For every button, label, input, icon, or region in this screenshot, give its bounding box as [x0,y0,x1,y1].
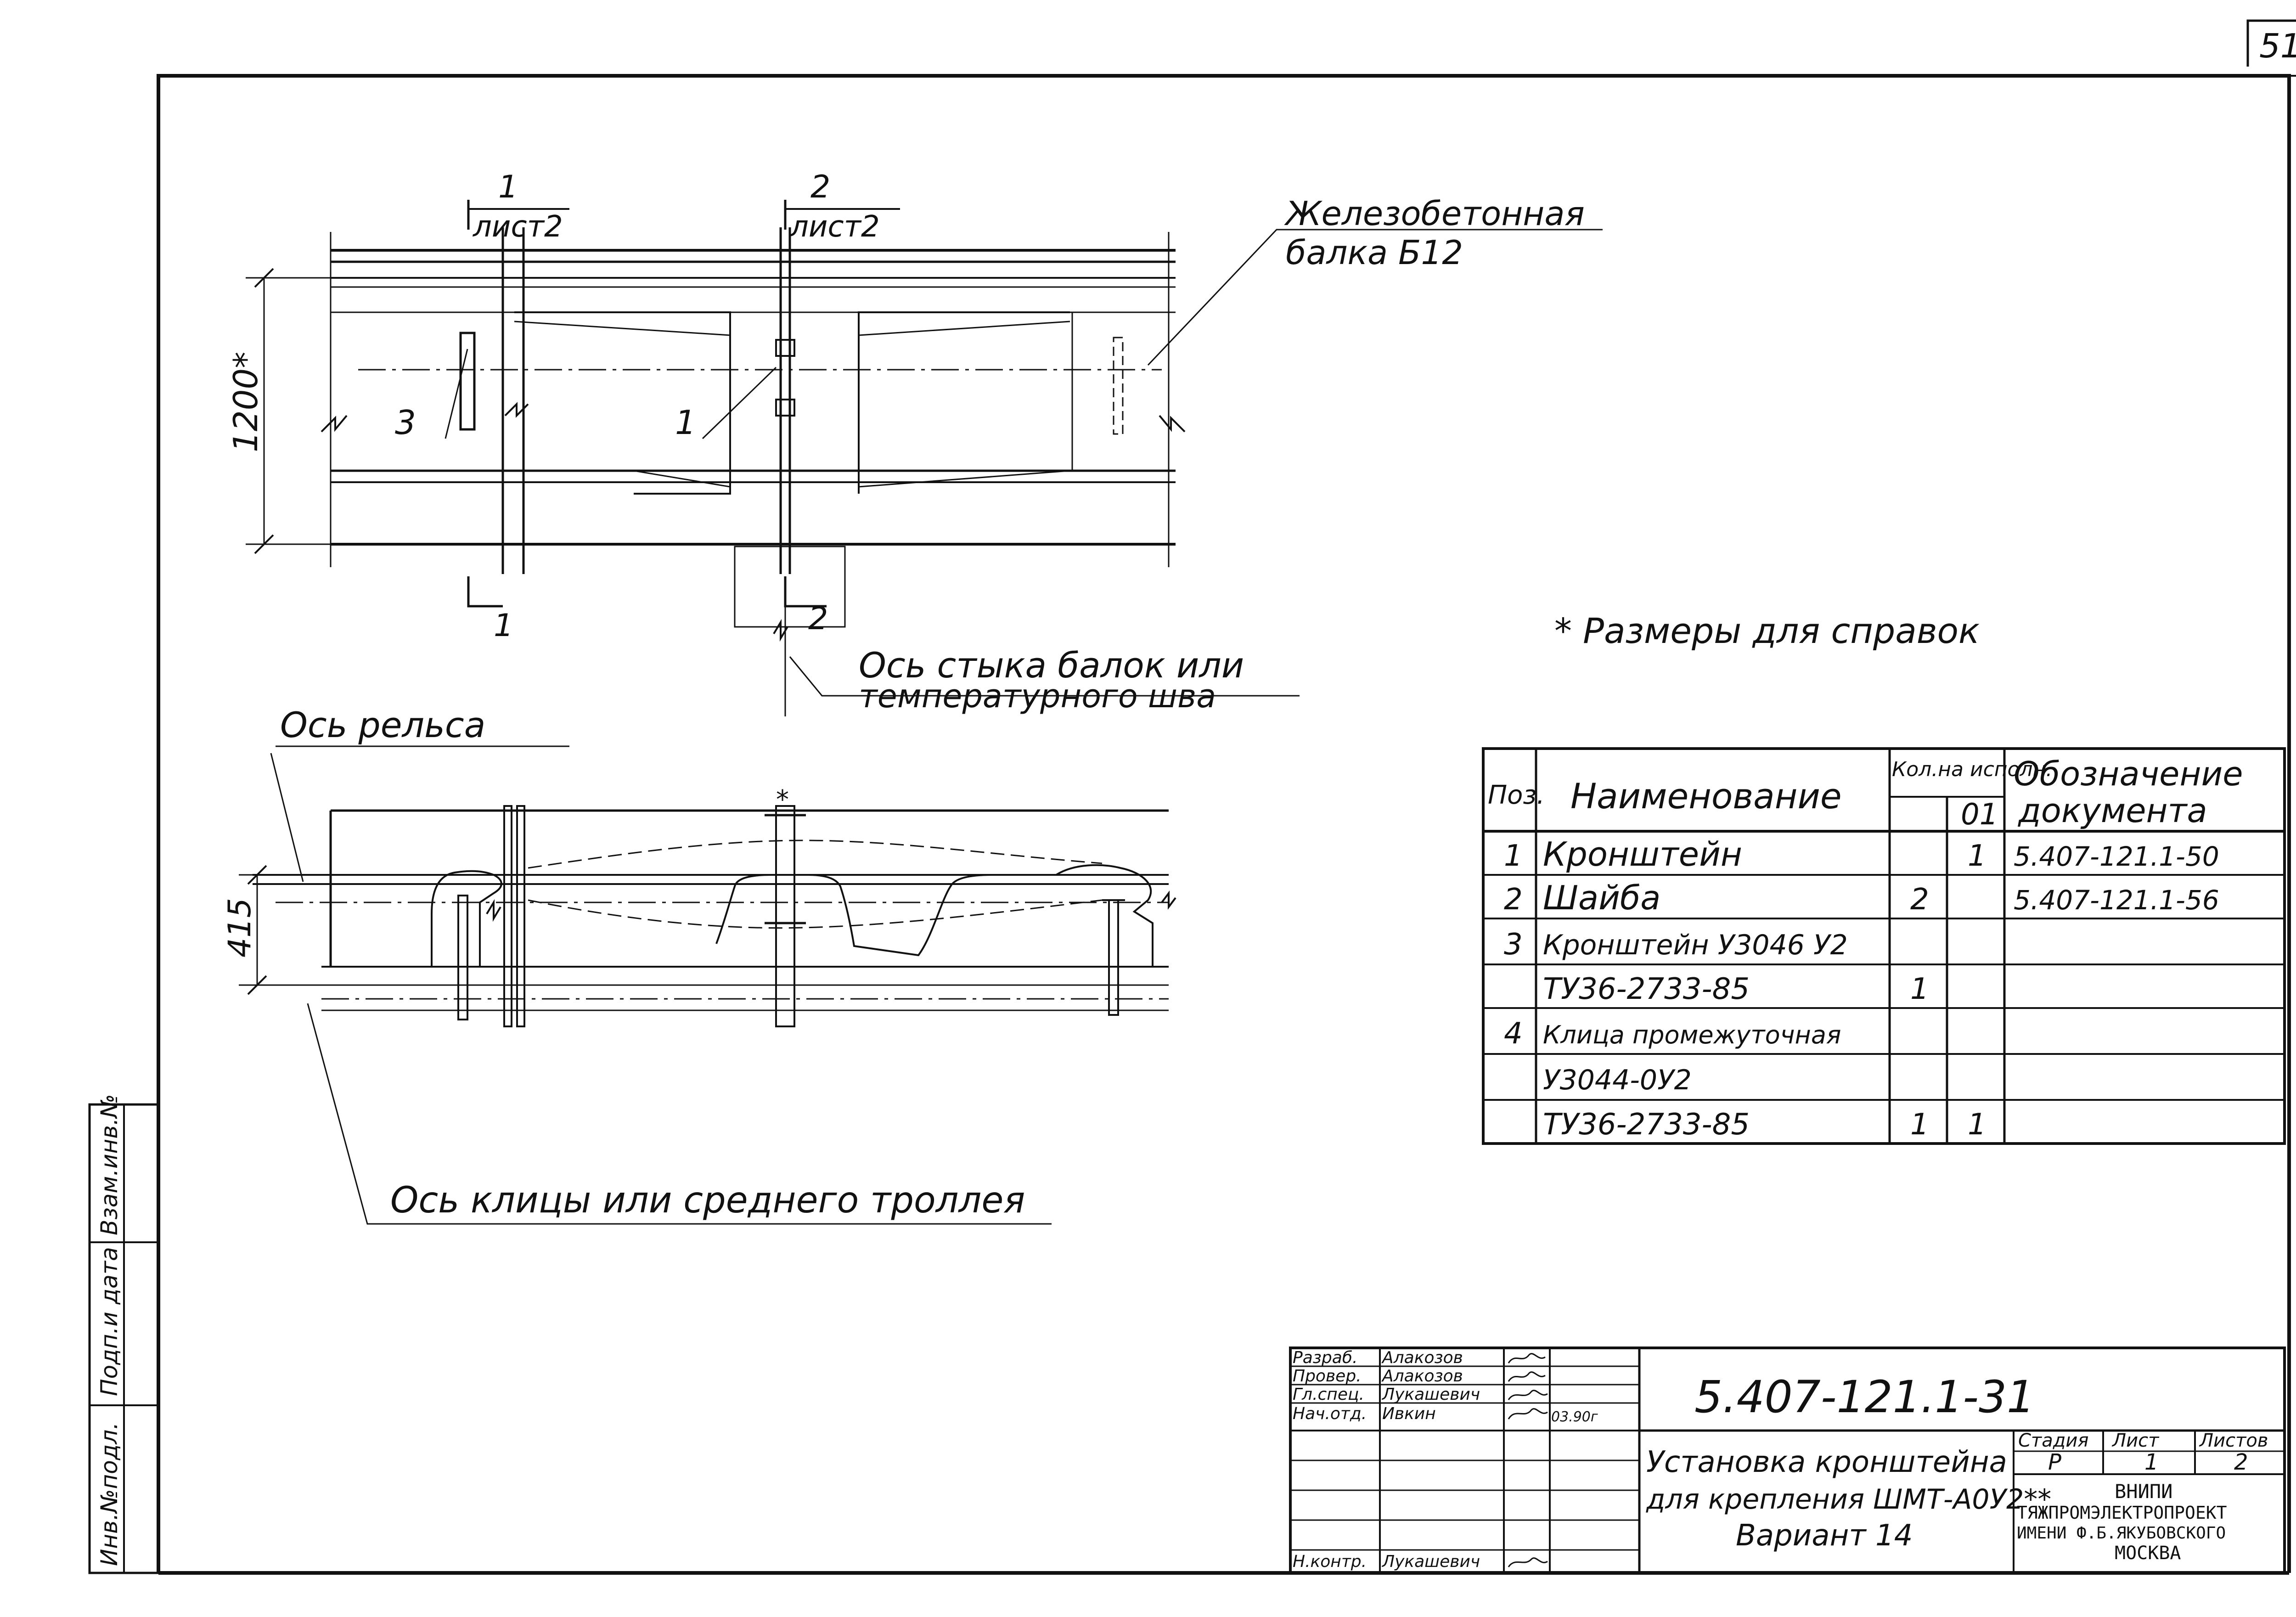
approval-date: 03.90г [1551,1409,1598,1425]
signer-4-name: Ивкин [1382,1404,1436,1423]
sheet-number: 51 [2259,27,2296,65]
rail-axis-label: Ось рельса [280,704,485,745]
drawing-code: 5.407-121.1-31 [1694,1371,2035,1423]
spec-row-2-q1: 2 [1910,883,1929,917]
sheet-header: Лист [2111,1430,2160,1451]
spec-header-doc-line1: Обозначение [2014,755,2243,793]
spec-row-7-name: ТУ36-2733-85 [1543,1108,1750,1142]
asterisk-mark: * [776,785,789,815]
section1-bottom-number: 1 [494,608,513,644]
stage-value: Р [2048,1449,2061,1475]
spec-row-5-pos: 4 [1504,1017,1523,1051]
signer-3-name: Лукашевич [1381,1385,1480,1404]
reference-note: * Размеры для справок [1554,610,1980,651]
signer-2-role: Провер. [1293,1367,1362,1386]
sheets-value: 2 [2234,1449,2248,1475]
section1-sheet: лист2 [472,210,563,244]
title-line1: Установка кронштейна [1646,1445,2007,1479]
org-line2: ТЯЖПРОМЭЛЕКТРОПРОЕКТ [2017,1503,2227,1523]
spec-row-4-name: ТУ36-2733-85 [1543,972,1750,1006]
beam-label-line1: Железобетонная [1284,194,1585,233]
beam-label-line2: балка Б12 [1286,233,1463,272]
spec-row-1-pos: 1 [1504,839,1523,873]
spec-row-2-pos: 2 [1504,883,1523,917]
org-line3: ИМЕНИ Ф.Б.ЯКУБОВСКОГО [2017,1524,2226,1543]
spec-row-2-name: Шайба [1543,879,1660,917]
spec-row-1-doc: 5.407-121.1-50 [2014,841,2219,872]
spec-table [1482,747,2286,1145]
sheet-number-box: 51 [2246,19,2296,67]
spec-row-1-q2: 1 [1968,839,1986,873]
signer-5-name: Лукашевич [1381,1552,1480,1571]
signer-1-role: Разраб. [1293,1348,1357,1367]
title-line2: для крепления ШМТ-А0У2** [1646,1483,2051,1516]
section-view [239,745,1176,1225]
spec-header-name: Наименование [1570,776,1842,817]
section2-bottom-number: 2 [808,601,828,637]
spec-row-7-q2: 1 [1968,1108,1986,1142]
spec-row-3-pos: 3 [1504,928,1523,962]
spec-row-3-name: Кронштейн У3046 У2 [1543,929,1848,961]
org-line1: ВНИПИ [2115,1480,2172,1503]
section2-sheet: лист2 [789,210,880,244]
signer-1-name: Алакозов [1381,1348,1463,1367]
sheets-header: Листов [2199,1430,2268,1451]
org-line4: МОСКВА [2115,1543,2181,1564]
signer-4-role: Нач.отд. [1293,1404,1367,1423]
spec-header-pos: Поз. [1488,780,1545,810]
joint-axis-line2: температурного шва [859,677,1216,715]
splice-axis-label: Ось клицы или среднего троллея [390,1180,1025,1221]
side-stamp-podp-data: Подп.и дата [96,1247,123,1396]
title-block [1289,1347,2286,1574]
spec-header-doc-line2: документа [2017,791,2207,830]
joint-axis-line1: Ось стыка балок или [859,645,1244,686]
spec-header-qty-top: Кол.на испoлн. [1892,758,2052,781]
spec-row-5-name: Клица промежуточная [1543,1020,1841,1049]
signer-2-name: Алакозов [1381,1367,1463,1386]
section1-number: 1 [498,169,518,205]
side-stamp [88,1103,160,1574]
sheet-value: 1 [2144,1449,2159,1475]
title-line3: Вариант 14 [1736,1519,1913,1553]
section2-number: 2 [810,169,830,205]
callout-3: 3 [395,403,416,442]
spec-row-1-name: Кронштейн [1543,835,1742,873]
spec-header-qty-col: 01 [1961,798,1998,832]
signer-5-role: Н.контр. [1293,1552,1367,1571]
dimension-1200: 1200* [226,352,265,452]
spec-row-4-q1: 1 [1910,972,1929,1006]
spec-row-6-name: У3044-0У2 [1543,1064,1692,1096]
spec-row-2-doc: 5.407-121.1-56 [2014,885,2219,916]
side-stamp-vzam-inv: Взам.инв.№ [96,1094,123,1235]
stage-header: Стадия [2018,1430,2088,1451]
signatures [1508,1353,1548,1567]
signer-3-role: Гл.спец. [1293,1385,1364,1404]
side-stamp-inv-podl: Инв.№подл. [96,1422,123,1566]
plan-view [246,200,1603,716]
callout-1: 1 [675,403,696,442]
dimension-415: 415 [222,898,258,958]
spec-row-7-q1: 1 [1910,1108,1929,1142]
